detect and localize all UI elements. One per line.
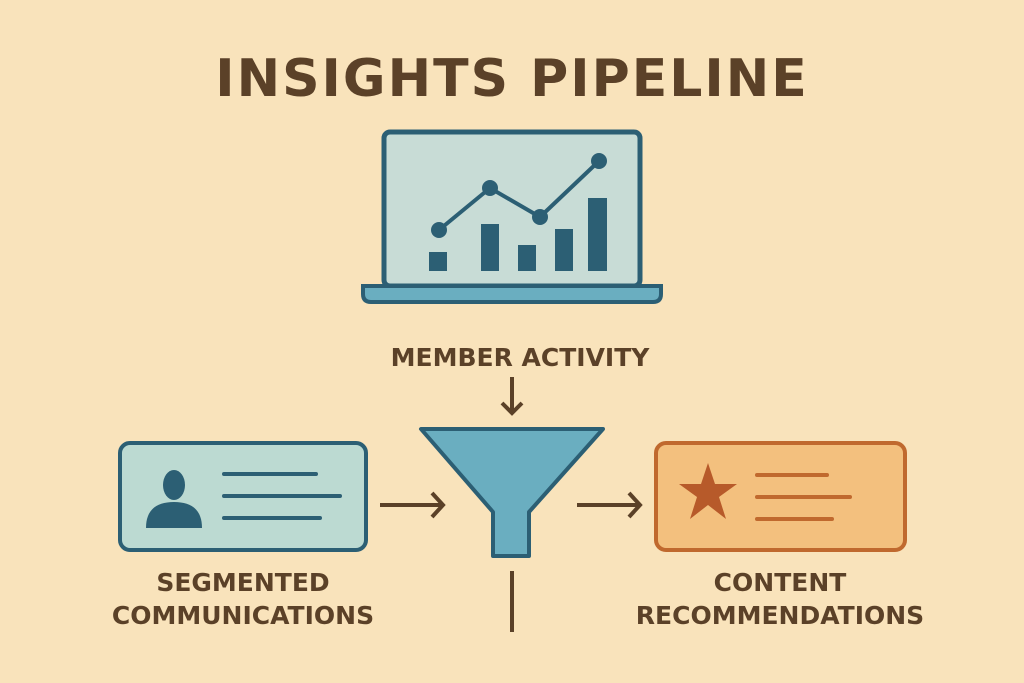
segmented-communications-card xyxy=(118,441,368,552)
content-label-line1: CONTENT xyxy=(714,568,847,597)
laptop-chart-icon xyxy=(361,129,663,304)
person-icon xyxy=(146,470,202,528)
star-icon xyxy=(679,463,737,519)
right-arrow-icon xyxy=(380,491,446,519)
trend-line xyxy=(437,159,601,232)
member-activity-label: MEMBER ACTIVITY xyxy=(391,343,651,372)
content-recommendations-card xyxy=(654,441,907,552)
down-arrow-icon xyxy=(500,377,524,416)
bar-marks xyxy=(429,198,607,271)
diagram-title: INSIGHTS PIPELINE xyxy=(215,49,809,109)
segmented-label-line2: COMMUNICATIONS xyxy=(112,601,374,630)
content-label-line2: RECOMMENDATIONS xyxy=(636,601,924,630)
segmented-label-line1: SEGMENTED xyxy=(156,568,329,597)
right-arrow-icon xyxy=(577,491,643,519)
funnel-icon xyxy=(419,427,605,558)
